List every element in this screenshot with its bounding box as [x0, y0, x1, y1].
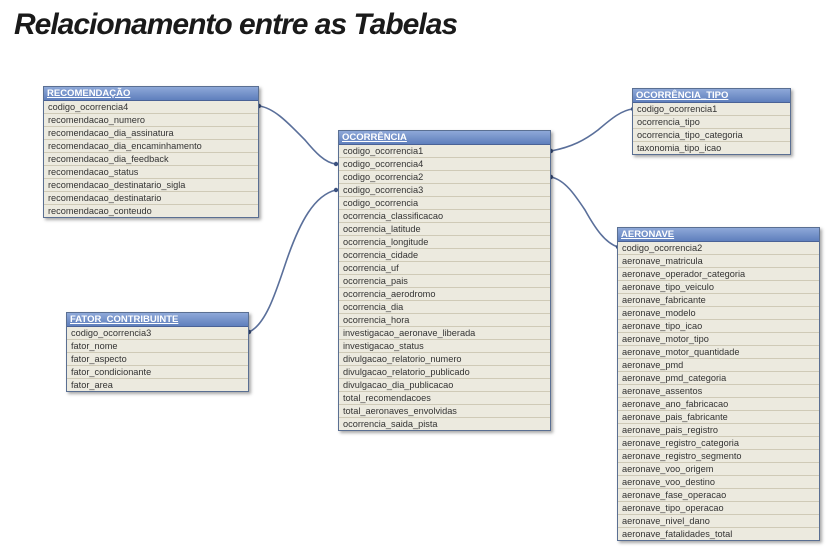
table-field[interactable]: codigo_ocorrencia4 — [339, 158, 550, 171]
link-recomendacao-ocorrencia — [258, 105, 337, 165]
link-endpoint — [333, 187, 339, 193]
table-field[interactable]: ocorrencia_dia — [339, 301, 550, 314]
page-title: Relacionamento entre as Tabelas — [14, 8, 458, 41]
table-field[interactable]: aeronave_voo_destino — [618, 476, 819, 489]
table-field[interactable]: recomendacao_dia_encaminhamento — [44, 140, 258, 153]
link-endpoint — [333, 161, 339, 167]
table-field[interactable]: codigo_ocorrencia1 — [339, 145, 550, 158]
table-field[interactable]: recomendacao_destinatario — [44, 192, 258, 205]
table-field[interactable]: total_aeronaves_envolvidas — [339, 405, 550, 418]
table-field[interactable]: fator_nome — [67, 340, 248, 353]
table-field[interactable]: aeronave_tipo_veiculo — [618, 281, 819, 294]
table-field[interactable]: fator_area — [71, 380, 113, 390]
table-field[interactable]: aeronave_matricula — [618, 255, 819, 268]
table-field[interactable]: codigo_ocorrencia3 — [67, 327, 248, 340]
table-field[interactable]: aeronave_modelo — [618, 307, 819, 320]
table-field[interactable]: recomendacao_dia_feedback — [44, 153, 258, 166]
table-field[interactable]: investigacao_status — [339, 340, 550, 353]
table-field[interactable]: aeronave_motor_quantidade — [618, 346, 819, 359]
table-field[interactable]: divulgacao_dia_publicacao — [339, 379, 550, 392]
table-field[interactable]: aeronave_ano_fabricacao — [618, 398, 819, 411]
table-field[interactable]: recomendacao_destinatario_sigla — [44, 179, 258, 192]
table-field[interactable]: ocorrencia_hora — [339, 314, 550, 327]
table-field[interactable]: taxonomia_tipo_icao — [637, 143, 722, 153]
table-field[interactable]: codigo_ocorrencia2 — [339, 171, 550, 184]
table-title[interactable]: RECOMENDAÇÃO — [44, 87, 258, 101]
table-field[interactable]: recomendacao_conteudo — [48, 206, 152, 216]
table-title[interactable]: OCORRÊNCIA — [339, 131, 550, 145]
table-field[interactable]: ocorrencia_aerodromo — [339, 288, 550, 301]
table-field[interactable]: aeronave_fabricante — [618, 294, 819, 307]
table-field[interactable]: total_recomendacoes — [339, 392, 550, 405]
table-field[interactable]: aeronave_registro_segmento — [618, 450, 819, 463]
table-field[interactable]: codigo_ocorrencia3 — [339, 184, 550, 197]
table-field[interactable]: ocorrencia_pais — [339, 275, 550, 288]
table-title[interactable]: AERONAVE — [618, 228, 819, 242]
table-field[interactable]: codigo_ocorrencia1 — [633, 103, 790, 116]
table-field[interactable]: aeronave_voo_origem — [618, 463, 819, 476]
table-field[interactable]: fator_condicionante — [67, 366, 248, 379]
table-field[interactable]: aeronave_pmd_categoria — [618, 372, 819, 385]
table-field[interactable]: recomendacao_numero — [44, 114, 258, 127]
table-field[interactable]: codigo_ocorrencia — [339, 197, 550, 210]
table-field[interactable]: ocorrencia_uf — [339, 262, 550, 275]
table-field[interactable]: codigo_ocorrencia4 — [44, 101, 258, 114]
table-field[interactable]: aeronave_motor_tipo — [618, 333, 819, 346]
table-field[interactable]: divulgacao_relatorio_numero — [339, 353, 550, 366]
table-field[interactable]: aeronave_registro_categoria — [618, 437, 819, 450]
table-field[interactable]: aeronave_pais_registro — [618, 424, 819, 437]
table-field[interactable]: aeronave_pais_fabricante — [618, 411, 819, 424]
table-field[interactable]: aeronave_tipo_operacao — [618, 502, 819, 515]
table-field[interactable]: aeronave_fase_operacao — [618, 489, 819, 502]
table-field[interactable]: aeronave_pmd — [618, 359, 819, 372]
table-field[interactable]: ocorrencia_saida_pista — [343, 419, 438, 429]
table-field[interactable]: aeronave_operador_categoria — [618, 268, 819, 281]
table-field[interactable]: investigacao_aeronave_liberada — [339, 327, 550, 340]
table-field[interactable]: recomendacao_dia_assinatura — [44, 127, 258, 140]
table-title[interactable]: FATOR_CONTRIBUINTE — [67, 313, 248, 327]
table-field[interactable]: aeronave_nivel_dano — [618, 515, 819, 528]
table-field[interactable]: ocorrencia_tipo — [633, 116, 790, 129]
table-field[interactable]: fator_aspecto — [67, 353, 248, 366]
table-field[interactable]: codigo_ocorrencia2 — [618, 242, 819, 255]
table-title[interactable]: OCORRÊNCIA_TIPO — [633, 89, 790, 103]
table-field[interactable]: ocorrencia_longitude — [339, 236, 550, 249]
table-field[interactable]: aeronave_fatalidades_total — [622, 529, 733, 539]
link-ocorrencia-aeronave — [550, 176, 619, 248]
table-field[interactable]: ocorrencia_classificacao — [339, 210, 550, 223]
table-field[interactable]: ocorrencia_latitude — [339, 223, 550, 236]
link-ocorrencia-tipo — [550, 108, 634, 152]
link-fator-ocorrencia — [248, 189, 337, 333]
table-field[interactable]: ocorrencia_cidade — [339, 249, 550, 262]
table-field[interactable]: ocorrencia_tipo_categoria — [633, 129, 790, 142]
table-field[interactable]: recomendacao_status — [44, 166, 258, 179]
table-field[interactable]: divulgacao_relatorio_publicado — [339, 366, 550, 379]
table-field[interactable]: aeronave_tipo_icao — [618, 320, 819, 333]
table-field[interactable]: aeronave_assentos — [618, 385, 819, 398]
